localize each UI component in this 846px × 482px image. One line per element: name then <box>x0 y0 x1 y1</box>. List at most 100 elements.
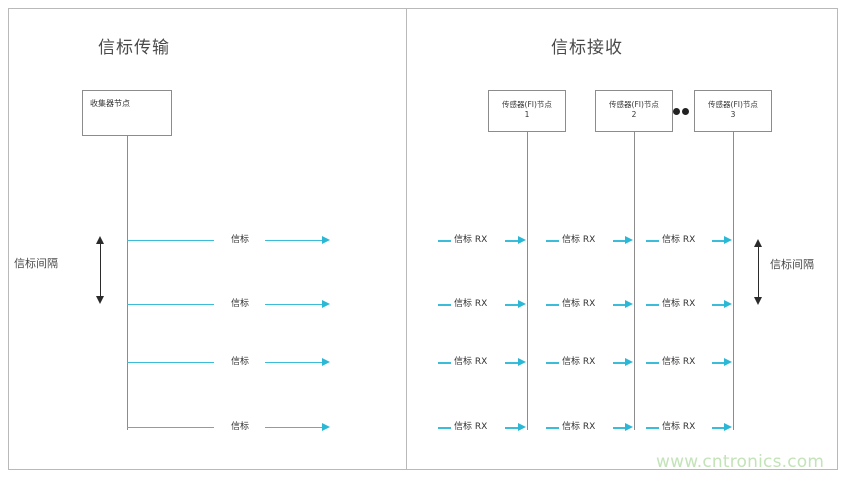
collector-node-label: 收集器节点 <box>90 99 130 108</box>
rx-arrowhead-icon <box>518 300 526 308</box>
beacon-label: 信标 <box>230 299 249 309</box>
beacon-arrowhead-icon <box>322 300 330 308</box>
beacon-line-left <box>127 304 214 305</box>
beacon-row: 信标 <box>127 356 337 370</box>
rx-row: 信标 RX <box>438 234 527 248</box>
sensor-node-label: 传感器(FI)节点 <box>502 100 552 109</box>
beacon-line-left <box>127 362 214 363</box>
rx-arrowhead-icon <box>724 300 732 308</box>
beacon-row: 信标 <box>127 298 337 312</box>
rx-line <box>613 240 626 242</box>
arrow-down-icon <box>96 296 104 304</box>
rx-row: 信标 RX <box>546 298 634 312</box>
sensor-node-index: 3 <box>730 110 736 119</box>
sensor-node-label: 传感器(FI)节点 <box>708 100 758 109</box>
rx-label: 信标 RX <box>662 235 696 245</box>
rx-label: 信标 RX <box>562 422 596 432</box>
beacon-arrowhead-icon <box>322 236 330 244</box>
rx-dash-icon <box>546 304 559 306</box>
interval-shaft <box>100 243 102 297</box>
diagram-frame <box>8 8 838 470</box>
rx-row: 信标 RX <box>438 421 527 435</box>
rx-row: 信标 RX <box>546 234 634 248</box>
rx-dash-icon <box>438 240 451 242</box>
rx-line <box>712 427 725 429</box>
rx-dash-icon <box>438 362 451 364</box>
rx-row: 信标 RX <box>438 356 527 370</box>
beacon-arrowhead-icon <box>322 358 330 366</box>
beacon-row: 信标 <box>127 421 337 435</box>
rx-line <box>613 427 626 429</box>
watermark: www.cntronics.com <box>656 452 825 472</box>
rx-row: 信标 RX <box>438 298 527 312</box>
rx-dash-icon <box>646 240 659 242</box>
rx-arrowhead-icon <box>724 236 732 244</box>
right-panel-title: 信标接收 <box>551 38 623 58</box>
rx-dash-icon <box>546 427 559 429</box>
beacon-line-right <box>265 240 323 241</box>
rx-label: 信标 RX <box>562 235 596 245</box>
sensor-node-box-3: 传感器(FI)节点 3 <box>694 90 772 132</box>
beacon-line-left <box>127 240 214 241</box>
beacon-line-right <box>265 304 323 305</box>
beacon-label: 信标 <box>230 357 249 367</box>
rx-row: 信标 RX <box>646 298 733 312</box>
rx-label: 信标 RX <box>454 235 488 245</box>
rx-line <box>505 240 519 242</box>
rx-dash-icon <box>646 304 659 306</box>
rx-line <box>712 240 725 242</box>
sensor-node-label: 传感器(FI)节点 <box>609 100 659 109</box>
rx-label: 信标 RX <box>454 422 488 432</box>
rx-row: 信标 RX <box>646 356 733 370</box>
rx-label: 信标 RX <box>454 299 488 309</box>
right-beacon-interval-marker <box>754 239 763 305</box>
rx-arrowhead-icon <box>625 236 633 244</box>
beacon-label: 信标 <box>230 422 249 432</box>
sensor-node-box-2: 传感器(FI)节点 2 <box>595 90 673 132</box>
beacon-label: 信标 <box>230 235 249 245</box>
interval-shaft <box>758 246 760 298</box>
beacon-line-left <box>127 427 214 428</box>
sensor-node-box-1: 传感器(FI)节点 1 <box>488 90 566 132</box>
rx-label: 信标 RX <box>662 422 696 432</box>
rx-line <box>505 362 519 364</box>
left-beacon-interval-marker <box>96 236 105 304</box>
rx-arrowhead-icon <box>518 236 526 244</box>
rx-line <box>613 304 626 306</box>
rx-dash-icon <box>438 427 451 429</box>
left-beacon-interval-label: 信标间隔 <box>14 257 58 270</box>
arrow-down-icon <box>754 297 762 305</box>
rx-label: 信标 RX <box>562 299 596 309</box>
sensor-1-lifeline <box>527 132 528 430</box>
beacon-arrowhead-icon <box>322 423 330 431</box>
panel-divider <box>406 9 407 470</box>
rx-row: 信标 RX <box>646 421 733 435</box>
ellipsis-dots-icon <box>673 108 693 116</box>
rx-arrowhead-icon <box>724 423 732 431</box>
rx-label: 信标 RX <box>662 299 696 309</box>
rx-label: 信标 RX <box>454 357 488 367</box>
rx-dash-icon <box>646 362 659 364</box>
rx-label: 信标 RX <box>562 357 596 367</box>
rx-dash-icon <box>546 240 559 242</box>
rx-label: 信标 RX <box>662 357 696 367</box>
rx-arrowhead-icon <box>625 423 633 431</box>
rx-arrowhead-icon <box>518 358 526 366</box>
rx-dash-icon <box>438 304 451 306</box>
rx-row: 信标 RX <box>646 234 733 248</box>
beacon-line-right <box>265 427 323 428</box>
sensor-3-lifeline <box>733 132 734 430</box>
rx-arrowhead-icon <box>625 358 633 366</box>
rx-dash-icon <box>646 427 659 429</box>
rx-line <box>505 304 519 306</box>
rx-row: 信标 RX <box>546 356 634 370</box>
collector-node-box: 收集器节点 <box>82 90 172 136</box>
beacon-row: 信标 <box>127 234 337 248</box>
right-beacon-interval-label: 信标间隔 <box>770 258 814 271</box>
sensor-node-index: 2 <box>631 110 637 119</box>
collector-lifeline <box>127 136 128 430</box>
rx-line <box>712 304 725 306</box>
rx-line <box>712 362 725 364</box>
rx-line <box>613 362 626 364</box>
